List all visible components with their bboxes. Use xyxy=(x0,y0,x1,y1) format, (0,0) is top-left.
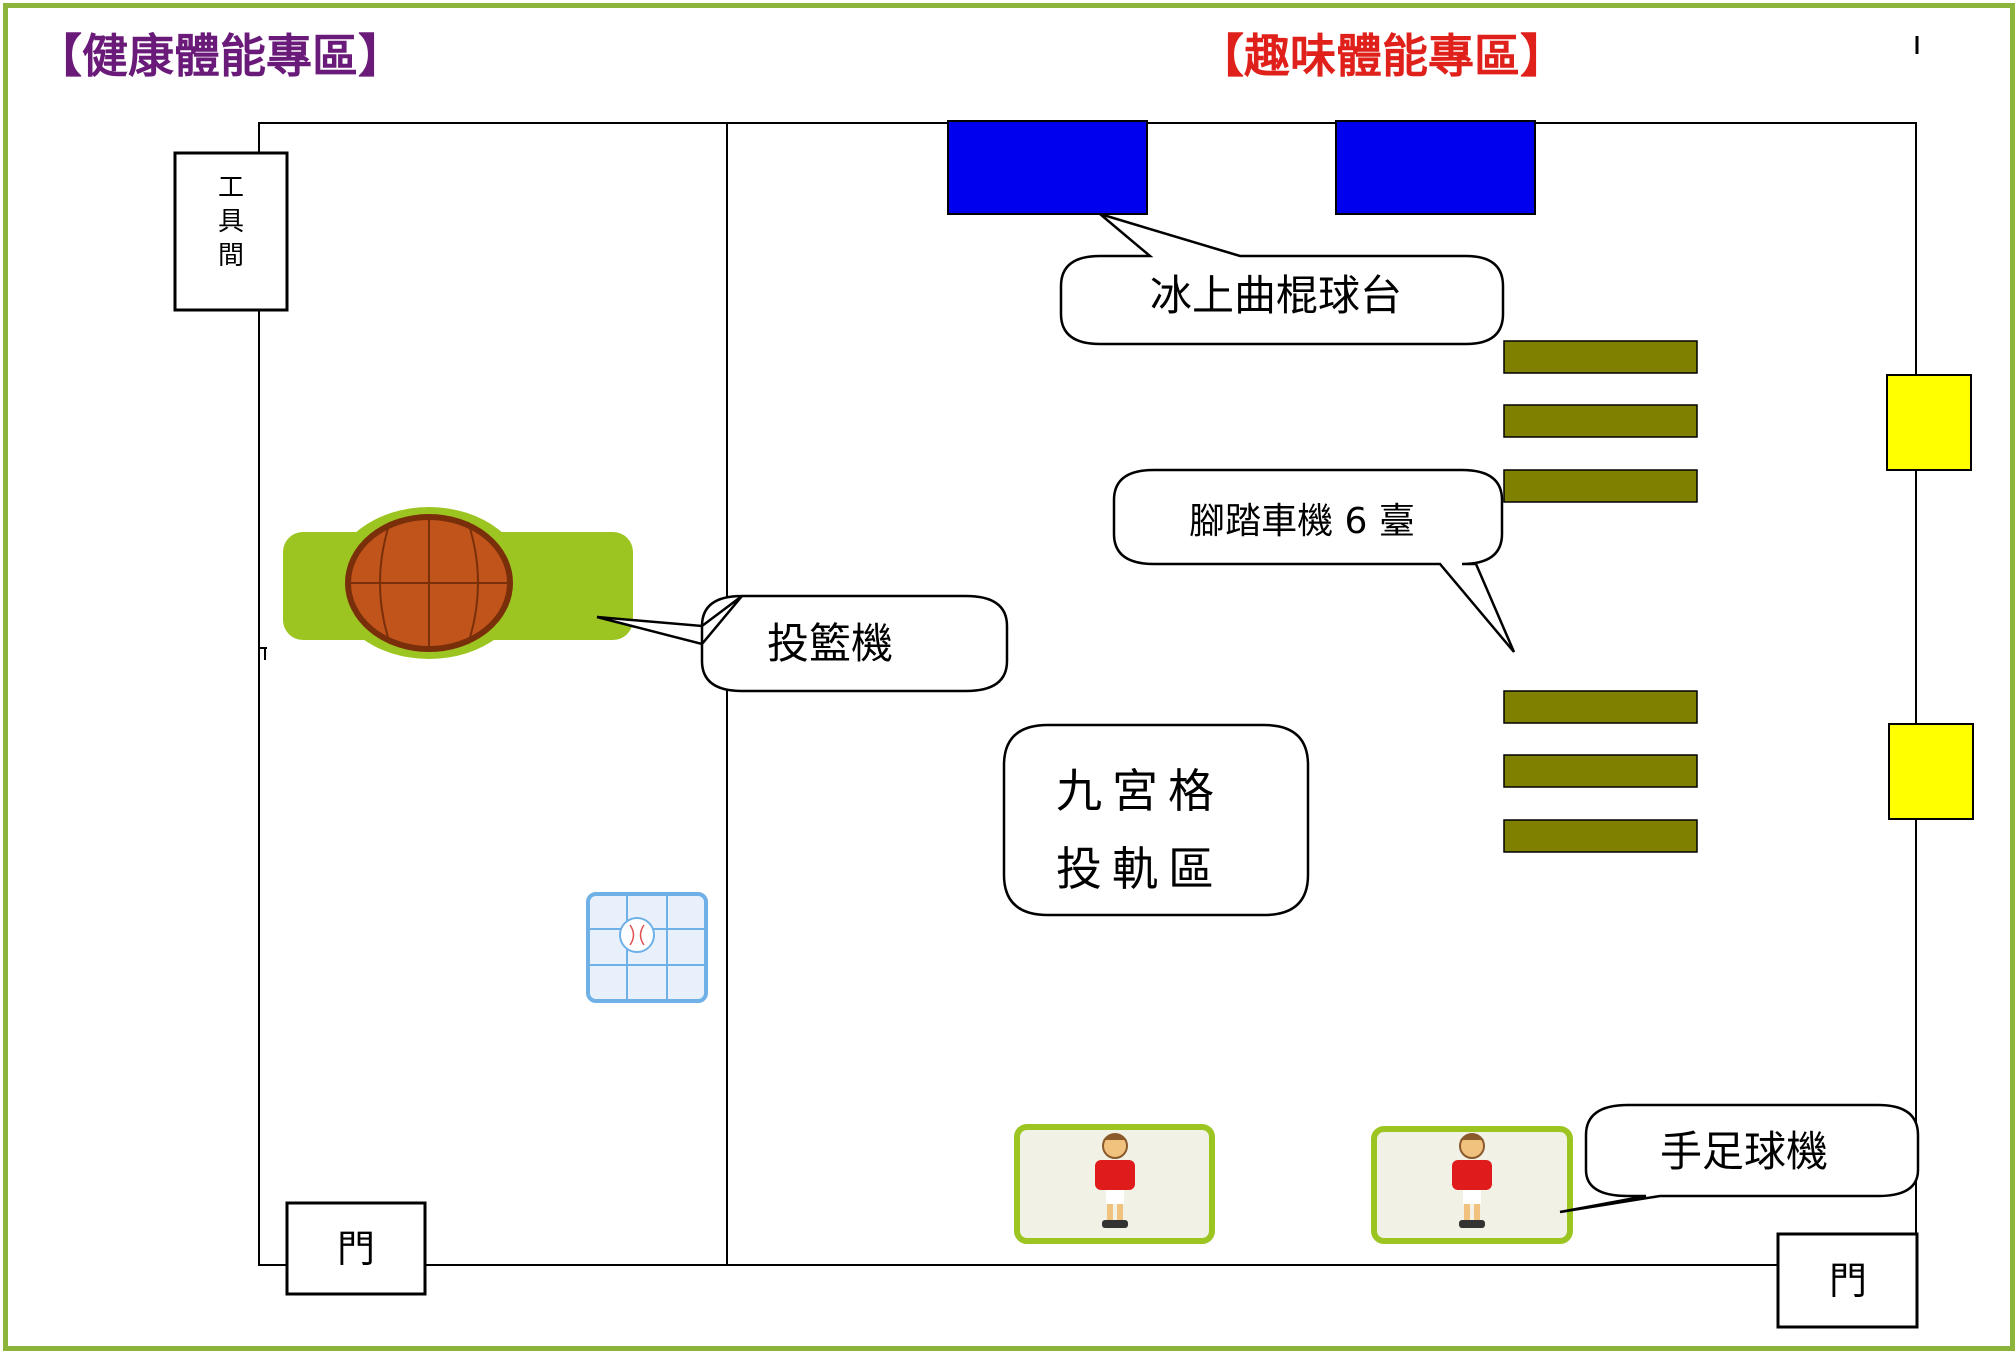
air-hockey-label: 冰上曲棍球台 xyxy=(1150,271,1402,320)
bike-group xyxy=(1503,340,1698,853)
door-right-label: 門 xyxy=(1829,1259,1867,1303)
air-hockey-callout: 冰上曲棍球台 xyxy=(1059,212,1505,346)
tool-room-label: 工具間 xyxy=(218,173,244,271)
yellow-box xyxy=(1888,723,1974,820)
basketball-machine xyxy=(283,507,633,659)
door-left: 門 xyxy=(285,1201,427,1296)
foosball-machine xyxy=(1014,1124,1215,1244)
bike-machine xyxy=(1503,404,1698,438)
bike-machine xyxy=(1503,340,1698,374)
air-hockey-table xyxy=(947,120,1148,215)
yellow-box xyxy=(1886,374,1972,471)
basketball-label: 投籃機 xyxy=(767,619,893,668)
foosball-player-icon xyxy=(1452,1133,1492,1228)
tool-room: 工具間 xyxy=(173,151,289,312)
tic-tac-toe-label: 投軌區 xyxy=(1056,842,1224,896)
foosball-callout: 手足球機 xyxy=(1559,1103,1920,1214)
foosball-machine xyxy=(1371,1126,1573,1244)
health-zone-title: 【健康體能專區】 xyxy=(36,29,404,83)
bike-machine xyxy=(1503,690,1698,724)
bike-machine xyxy=(1503,819,1698,853)
bikes-label: 腳踏車機 6 臺 xyxy=(1189,501,1415,542)
door-left-label: 門 xyxy=(337,1227,375,1271)
foosball-player-icon xyxy=(1095,1133,1135,1228)
tic-tac-toe-zone: 九宮格 投軌區 xyxy=(1002,723,1310,917)
grid-target-icon xyxy=(586,892,708,1003)
air-hockey-table xyxy=(1335,120,1536,215)
foosball-label: 手足球機 xyxy=(1660,1127,1828,1176)
bike-machine xyxy=(1503,754,1698,788)
bikes-callout: 腳踏車機 6 臺 xyxy=(1112,468,1516,653)
tic-tac-toe-label: 九宮格 xyxy=(1056,764,1224,818)
bike-machine xyxy=(1503,469,1698,503)
fun-zone-title: 【趣味體能專區】 xyxy=(1198,29,1566,83)
door-right: 門 xyxy=(1776,1232,1919,1329)
basketball-callout: 投籃機 xyxy=(596,594,1009,693)
